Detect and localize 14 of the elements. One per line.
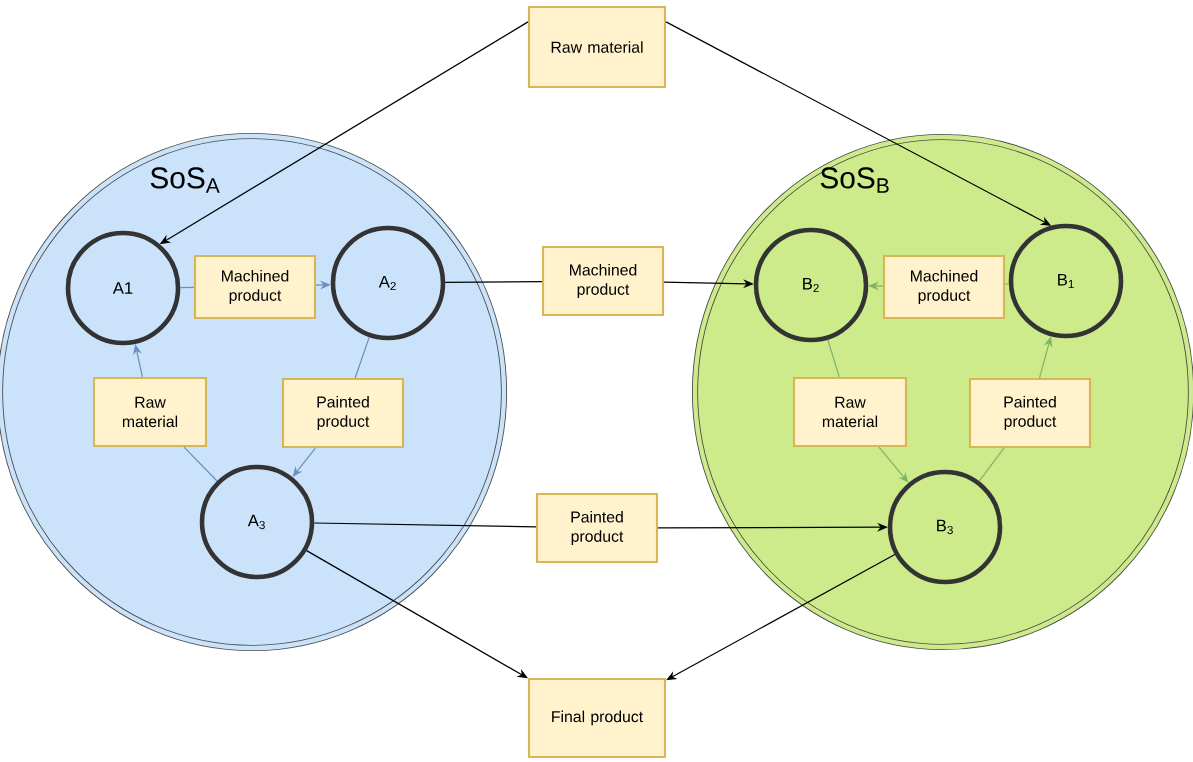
flow-box: Machined product: [882, 254, 1006, 320]
flow-box: Machined product: [541, 245, 665, 317]
flow-box: Raw material: [92, 376, 208, 448]
flow-box: Painted product: [968, 377, 1092, 449]
arrow: [292, 447, 316, 477]
arrow: [306, 550, 528, 679]
arrow: [666, 553, 896, 681]
flow-box: Raw material: [792, 376, 908, 448]
flow-box: Painted product: [281, 377, 405, 449]
flow-box: Painted product: [535, 492, 659, 564]
arrow: [878, 446, 909, 483]
flow-box: Final product: [527, 677, 667, 759]
flow-box: Raw material: [527, 5, 667, 89]
flow-box: Machined product: [193, 254, 317, 320]
